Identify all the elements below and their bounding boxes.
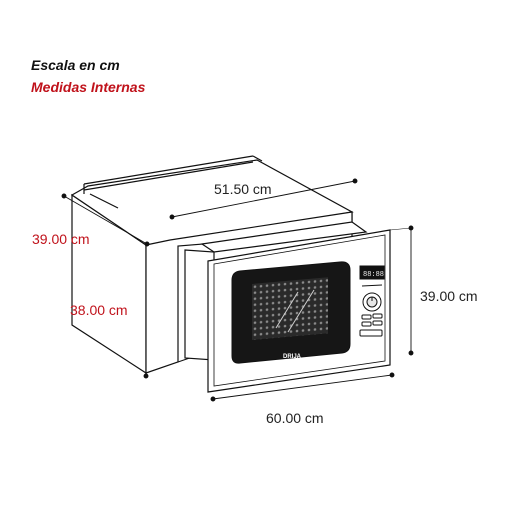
brand-text: DRIJA xyxy=(283,354,302,360)
button-2 xyxy=(372,313,383,319)
button-3 xyxy=(361,321,372,327)
outer-height-label: 39.00 cm xyxy=(32,231,90,247)
button-1 xyxy=(361,314,372,320)
front-height-label: 39.00 cm xyxy=(420,288,478,304)
door-window xyxy=(231,261,351,364)
brand-logo: DRIJA xyxy=(283,354,302,360)
button-4 xyxy=(372,320,383,326)
open-button xyxy=(359,329,383,337)
inner-measures-label: Medidas Internas xyxy=(31,79,146,95)
digital-display xyxy=(359,265,385,280)
depth-label: 51.50 cm xyxy=(214,181,272,197)
control-panel: 88:88 xyxy=(359,265,385,337)
window-mesh xyxy=(252,277,328,340)
front-width-label: 60.00 cm xyxy=(266,410,324,426)
scale-label: Escala en cm xyxy=(31,57,120,73)
inner-height-label: 38.00 cm xyxy=(70,302,128,318)
dimension-lines xyxy=(61,178,414,402)
display-text: 88:88 xyxy=(363,271,384,279)
